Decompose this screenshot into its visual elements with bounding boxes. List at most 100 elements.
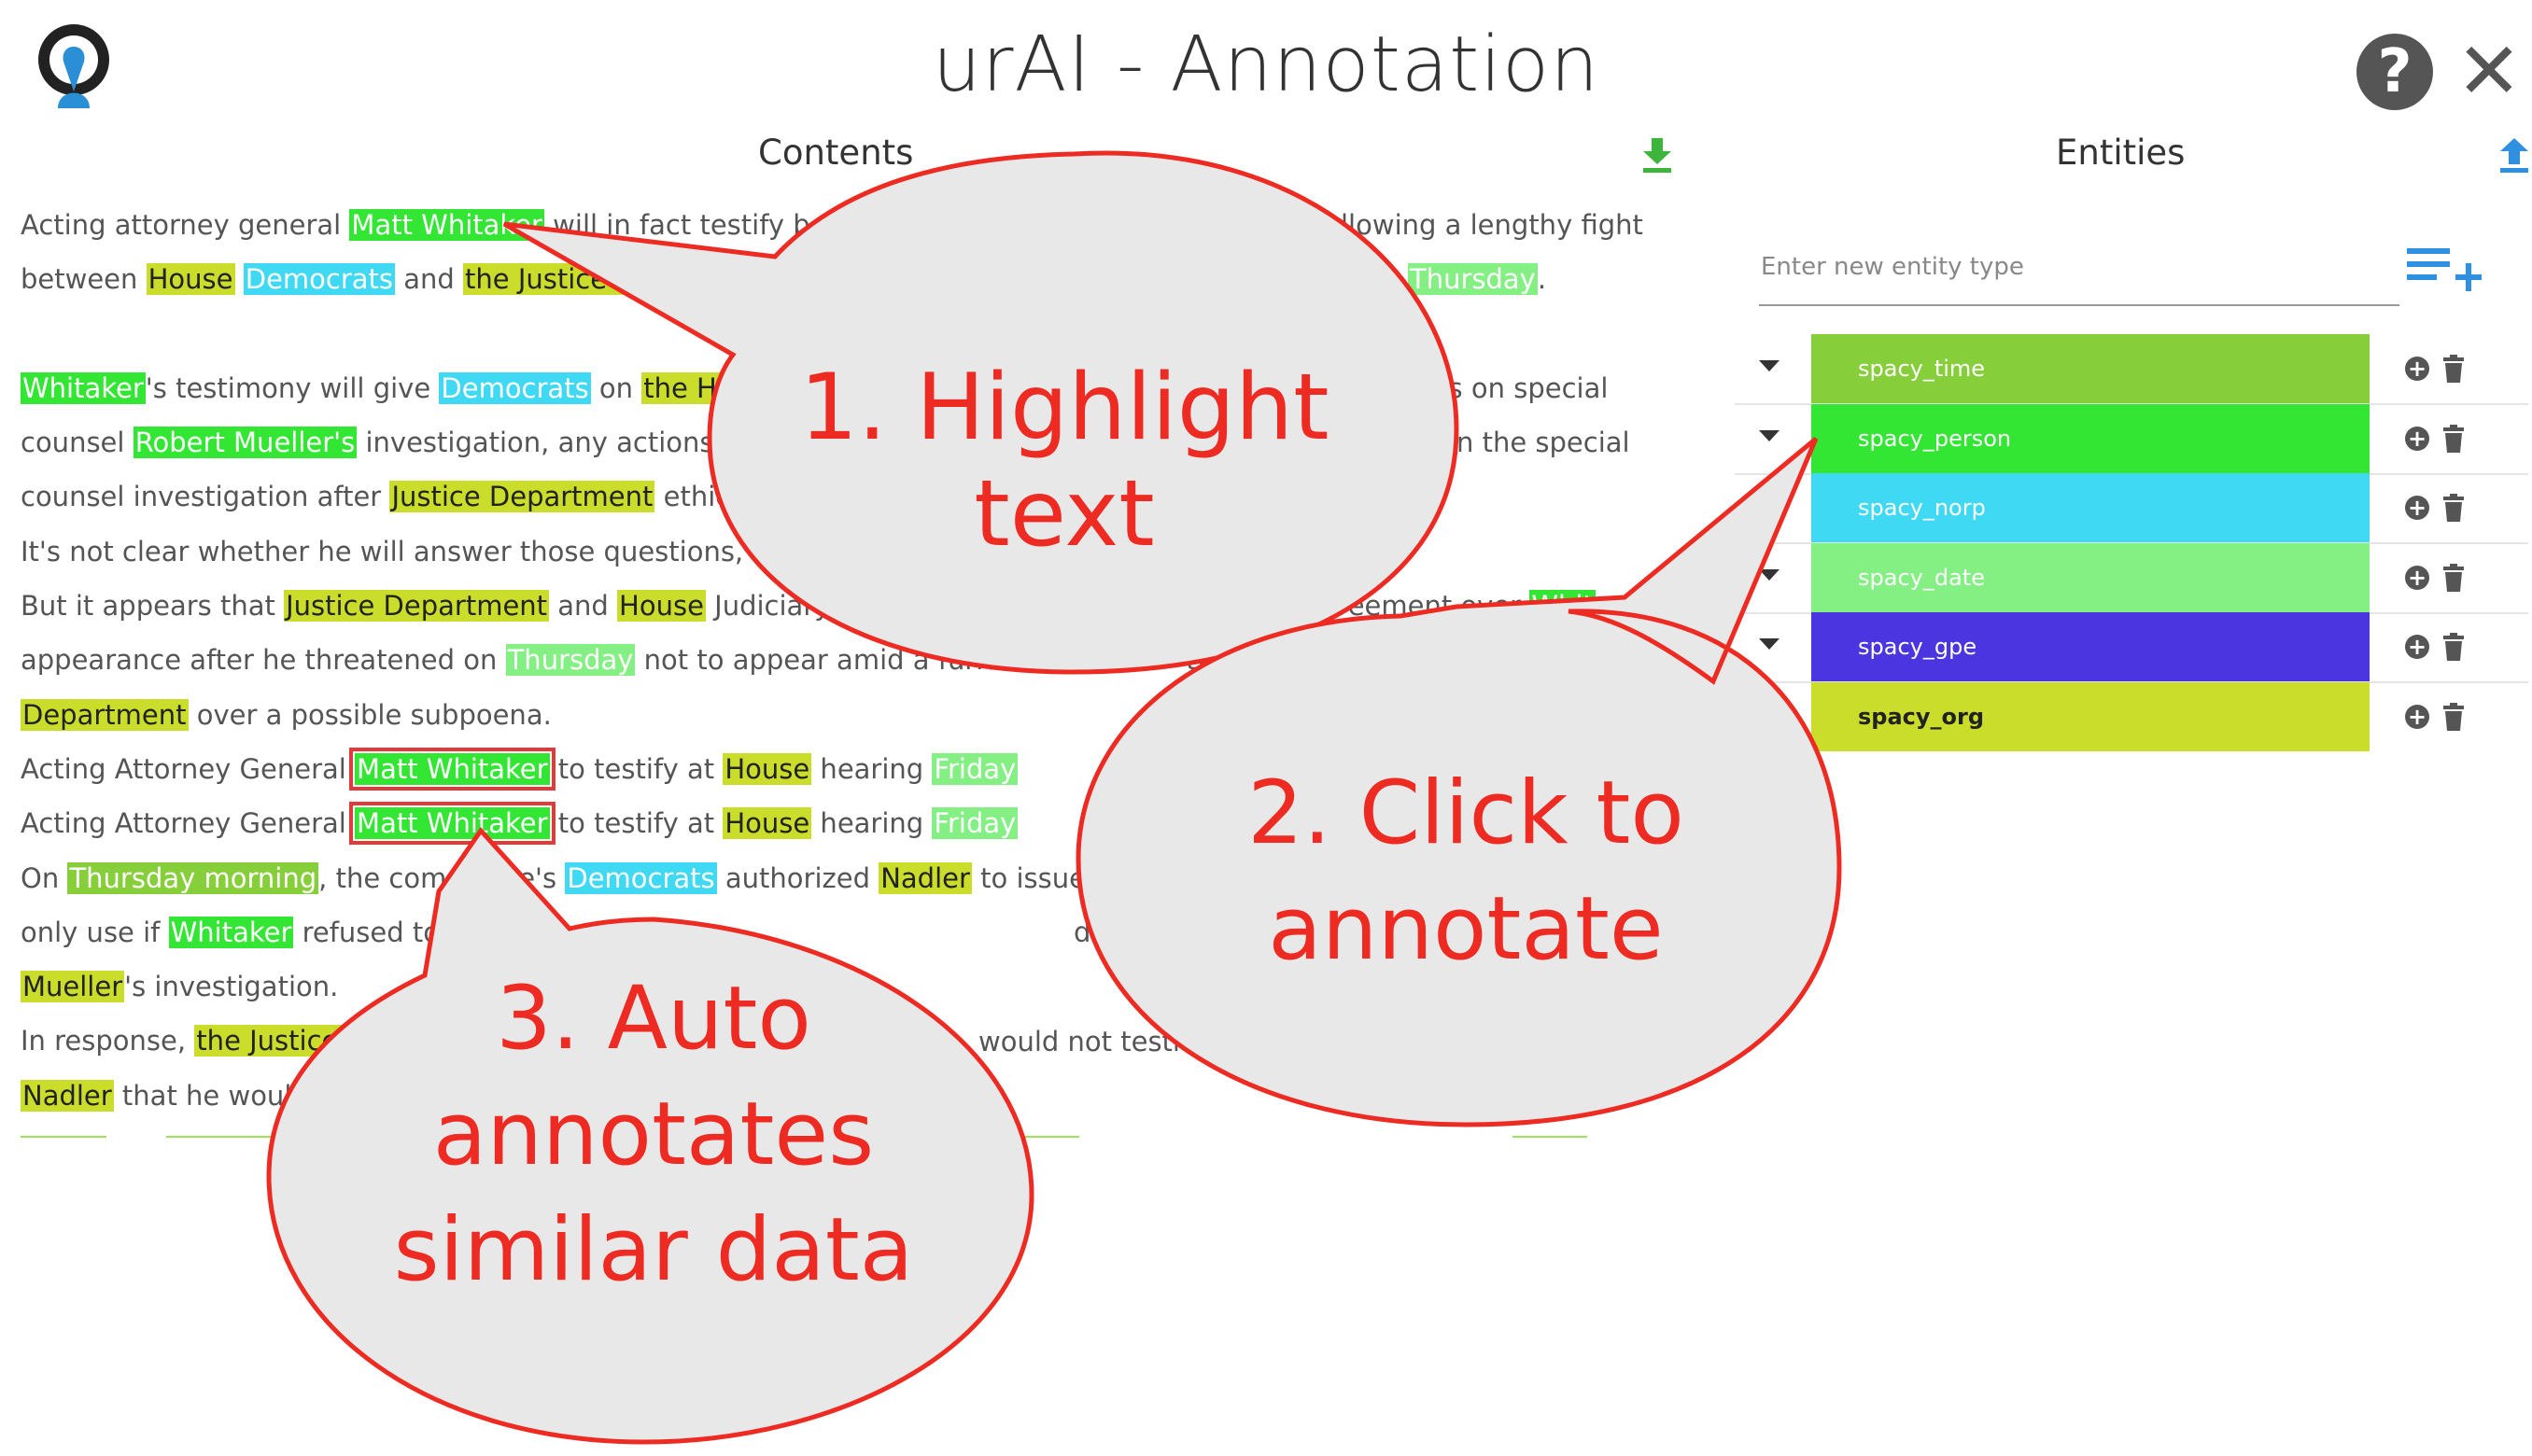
entity-highlight-person[interactable]: Whitaker <box>168 916 294 948</box>
content-line[interactable]: Acting Attorney General Matt Whitaker to… <box>21 742 1664 796</box>
entity-highlight-person: Whit <box>1529 590 1596 623</box>
annotation-underline <box>1008 1136 1079 1138</box>
download-icon[interactable] <box>1641 136 1673 174</box>
content-fragment: would not testify <box>978 1025 1205 1057</box>
entity-type-button[interactable]: spacy_person <box>1811 403 2370 473</box>
entity-highlight-person[interactable]: Matt Whitaker <box>349 802 556 846</box>
entity-type-button[interactable]: spacy_org <box>1811 681 2370 751</box>
entity-type-button[interactable]: spacy_norp <box>1811 473 2370 542</box>
plus-circle-icon[interactable]: + <box>2405 496 2429 520</box>
entity-highlight-org[interactable]: Department <box>21 698 189 731</box>
content-line[interactable] <box>21 307 1664 361</box>
content-text: 's investigation. <box>124 971 339 1003</box>
upload-icon[interactable] <box>2498 136 2530 174</box>
callout-click-text: 2. Click to annotate <box>1247 763 1684 980</box>
content-line[interactable]: appearance after he threatened on Thursd… <box>21 633 1664 687</box>
content-text: refused to a <box>293 916 465 948</box>
close-button[interactable]: ✕ <box>2455 25 2523 117</box>
content-text: and <box>395 263 464 296</box>
content-text: to issue a subpo <box>971 861 1203 894</box>
trash-icon[interactable] <box>2442 424 2465 453</box>
entity-highlight-date[interactable]: Thursday <box>505 644 636 677</box>
entity-highlight-time[interactable]: Thursday morning <box>67 861 319 894</box>
caret-down-icon[interactable] <box>1759 568 1779 581</box>
trash-icon[interactable] <box>2442 702 2465 731</box>
content-line[interactable]: Mueller's investigation. <box>21 959 1664 1014</box>
logo-icon <box>38 24 109 108</box>
entity-highlight-date: Thursday <box>1408 263 1538 296</box>
entity-row-date: spacy_date + <box>1735 542 2528 614</box>
entity-highlight-org[interactable]: Justice Department <box>284 590 550 623</box>
entity-highlight-person[interactable]: Matt Whitaker <box>349 209 544 241</box>
content-text: hearing <box>811 752 933 785</box>
entity-highlight-norp[interactable]: Democrats <box>439 371 591 404</box>
entity-row-time: spacy_time + <box>1735 334 2528 405</box>
caret-down-icon[interactable] <box>1759 429 1779 441</box>
entity-type-label: spacy_time <box>1858 356 1986 382</box>
entity-row-norp: spacy_norp + <box>1735 473 2528 544</box>
content-fragment: ews on special <box>1410 371 1609 404</box>
entity-highlight-org[interactable]: the Justice D <box>194 1025 370 1057</box>
plus-circle-icon[interactable]: + <box>2405 357 2429 381</box>
entity-highlight-org[interactable]: Nadler <box>21 1079 114 1112</box>
content-text: over a possible subpoena. <box>188 698 552 731</box>
entity-highlight-norp[interactable]: Democrats <box>243 263 396 296</box>
entity-highlight-org[interactable]: House <box>146 263 235 296</box>
trash-icon[interactable] <box>2442 563 2465 592</box>
trash-icon[interactable] <box>2442 355 2465 383</box>
entity-highlight-org[interactable]: Mueller <box>21 971 125 1003</box>
content-text: Judiciary Chair <box>705 590 911 623</box>
entity-highlight-person[interactable]: Robert Mueller's <box>133 427 358 459</box>
content-text: ittee's <box>472 861 566 894</box>
entity-row-gpe: spacy_gpe + <box>1735 612 2528 683</box>
content-text: Acting Attorney General <box>21 807 356 840</box>
trash-icon[interactable] <box>2442 494 2465 522</box>
entity-type-button[interactable]: spacy_time <box>1811 334 2370 403</box>
entity-type-input[interactable] <box>1759 233 2403 301</box>
content-line[interactable]: Department over a possible subpoena. <box>21 688 1664 742</box>
entity-highlight-date[interactable]: Friday <box>932 807 1019 840</box>
content-text: that he would <box>113 1079 309 1112</box>
caret-down-icon[interactable] <box>1759 360 1779 371</box>
entity-row-person: spacy_person + <box>1735 403 2528 475</box>
playlist-add-icon[interactable] <box>2405 243 2483 304</box>
help-button[interactable]: ? <box>2356 34 2433 110</box>
entity-type-label: spacy_org <box>1858 703 1985 730</box>
caret-down-icon[interactable] <box>1759 707 1779 720</box>
content-text: Acting Attorney General <box>21 752 356 785</box>
content-fragment: Thursday. <box>1408 263 1547 296</box>
content-text: on <box>590 371 642 404</box>
caret-down-icon[interactable] <box>1759 638 1779 650</box>
content-fragment: greement over Whit <box>1320 590 1596 623</box>
content-text: to testify at <box>549 807 724 840</box>
content-text: In response, <box>21 1025 195 1057</box>
entity-highlight-org[interactable]: th <box>888 209 921 241</box>
entity-highlight-norp[interactable]: Democrats <box>565 861 717 894</box>
entity-highlight-org[interactable]: House <box>723 807 812 840</box>
entity-highlight-org[interactable]: Nadler <box>879 861 972 894</box>
entity-type-label: spacy_gpe <box>1858 634 1977 660</box>
entity-highlight-person[interactable]: Whitaker <box>21 371 146 404</box>
plus-circle-icon[interactable]: + <box>2405 426 2429 451</box>
plus-circle-icon[interactable]: + <box>2405 704 2429 729</box>
annotation-underline <box>1512 1136 1587 1138</box>
content-text: appearance after he threatened on <box>21 644 506 677</box>
entity-highlight-date[interactable]: Friday <box>932 752 1019 785</box>
plus-circle-icon[interactable]: + <box>2405 635 2429 659</box>
entity-type-button[interactable]: spacy_gpe <box>1811 612 2370 681</box>
content-text: 's testimony will give <box>145 371 440 404</box>
content-text: and <box>549 590 618 623</box>
entity-highlight-person[interactable]: Matt Whitaker <box>349 747 556 791</box>
content-text: On <box>21 861 68 894</box>
entity-row-org: spacy_org + <box>1735 681 2528 751</box>
entity-highlight-org[interactable]: House <box>723 752 812 785</box>
entity-type-button[interactable]: spacy_date <box>1811 542 2370 612</box>
entity-highlight-org[interactable]: House <box>617 590 706 623</box>
plus-circle-icon[interactable]: + <box>2405 565 2429 590</box>
entity-highlight-org[interactable]: Justice Department <box>389 481 655 513</box>
entity-type-label: spacy_person <box>1858 425 2012 452</box>
entity-type-label: spacy_date <box>1858 564 1985 591</box>
trash-icon[interactable] <box>2442 633 2465 661</box>
entity-highlight-org[interactable]: the Justice De <box>463 263 655 296</box>
entity-type-input-wrap <box>1759 233 2403 306</box>
